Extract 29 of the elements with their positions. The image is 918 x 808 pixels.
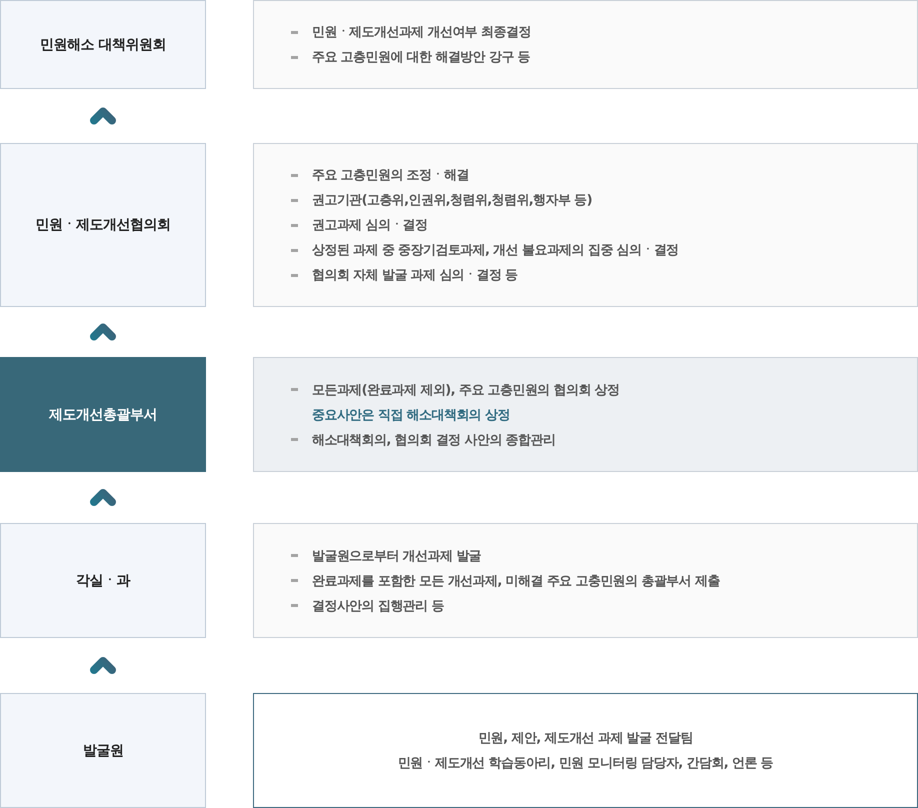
chevron-arrow bbox=[90, 108, 116, 124]
item-text: 완료과제를 포함한 모든 개선과제, 미해결 주요 고충민원의 총괄부서 제출 bbox=[312, 572, 720, 590]
item-text: 협의회 자체 발굴 과제 심의ㆍ결정 등 bbox=[312, 267, 518, 284]
item-text: 권고기관(고층위,인권위,청렴위,청렴위,행자부 등) bbox=[312, 192, 592, 209]
item-text: 권고과제 심의ㆍ결정 bbox=[312, 217, 428, 234]
item-text: 주요 고층민원의 조정ㆍ해결 bbox=[312, 167, 469, 184]
level-box: 각실ㆍ과 bbox=[0, 523, 206, 638]
chevron-arrow bbox=[90, 324, 116, 340]
note-text: 중요사안은 직접 해소대책회의 상정 bbox=[312, 406, 510, 424]
description-box bbox=[253, 357, 918, 472]
chevron-arrow bbox=[90, 657, 116, 674]
item-text: 결정사안의 집행관리 등 bbox=[312, 598, 444, 614]
item-text: 민원, 제안, 제도개선 과제 발굴 전달팀 bbox=[478, 730, 693, 747]
level-box: 민원ㆍ제도개선협의회 bbox=[0, 143, 206, 307]
description-box bbox=[253, 143, 918, 307]
item-text: 발굴원으로부터 개선과제 발굴 bbox=[312, 548, 482, 564]
item-text: 해소대책회의, 협의회 결정 사안의 종합관리 bbox=[312, 432, 556, 448]
level-box: 발굴원 bbox=[0, 693, 206, 808]
level-box: 제도개선총괄부서 bbox=[0, 357, 206, 472]
description-box bbox=[253, 0, 918, 89]
item-text: 상정된 과제 중 중장기검토과제, 개선 불요과제의 집중 심의ㆍ결정 bbox=[312, 242, 679, 259]
item-text: 모든과제(완료과제 제외), 주요 고층민원의 협의회 상정 bbox=[312, 382, 620, 398]
item-text: 민원ㆍ제도개선 학습동아리, 민원 모니터링 담당자, 간담회, 언론 등 bbox=[398, 755, 774, 772]
chevron-arrow bbox=[90, 489, 116, 506]
level-box: 민원해소 대책위원회 bbox=[0, 0, 206, 89]
item-text: 주요 고층민원에 대한 해결방안 강구 등 bbox=[312, 49, 530, 66]
description-box bbox=[253, 523, 918, 638]
description-box bbox=[253, 693, 918, 808]
item-text: 민원ㆍ제도개선과제 개선여부 최종결정 bbox=[312, 24, 531, 41]
